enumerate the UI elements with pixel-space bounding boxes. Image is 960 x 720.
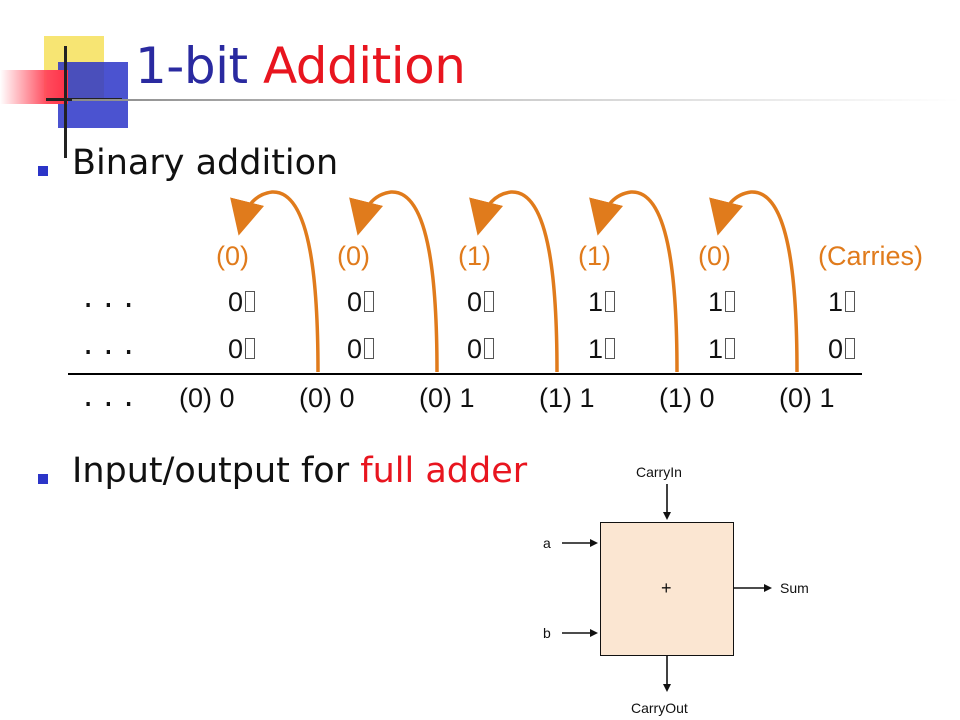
operand-2-digit: 0 (347, 333, 375, 365)
operand-1-digit: 1 (828, 286, 856, 318)
missing-glyph-icon (245, 291, 256, 312)
result-digit: (0) 1 (419, 383, 475, 413)
carry-label: (1) (578, 241, 611, 271)
bullet-marker-1 (38, 166, 48, 176)
carry-out-label: CarryOut (631, 700, 688, 716)
bullet-text-2: Input/output for full adder (72, 448, 527, 494)
missing-glyph-icon (364, 338, 375, 359)
missing-glyph-icon (245, 338, 256, 359)
operand-1-digit: 1 (708, 286, 736, 318)
missing-glyph-icon (605, 291, 616, 312)
carry-label: (0) (698, 241, 731, 271)
operand-1-digit: 0 (467, 286, 495, 318)
bullet-2-highlight: full adder (360, 451, 528, 491)
bullet-2-text: Input/output for (72, 451, 361, 491)
sum-label: Sum (780, 580, 809, 596)
slide-title: 1-bit Addition (135, 33, 466, 99)
operand-2-digit: 1 (588, 333, 616, 365)
missing-glyph-icon (725, 338, 736, 359)
input-a-label: a (543, 535, 551, 551)
result-digit: (0) 0 (179, 383, 235, 413)
operand-2-digit: 0 (467, 333, 495, 365)
missing-glyph-icon (605, 338, 616, 359)
missing-glyph-icon (845, 291, 856, 312)
bullet-marker-2 (38, 474, 48, 484)
carry-arrow (349, 190, 439, 373)
result-digit: (0) 1 (779, 383, 835, 413)
adder-operator: + (661, 578, 672, 598)
missing-glyph-icon (364, 291, 375, 312)
carries-heading: (Carries) (818, 241, 923, 271)
operand-1-digit: 0 (228, 286, 256, 318)
title-part-2: Addition (262, 37, 466, 95)
result-digit: (0) 0 (299, 383, 355, 413)
operand-2-digit: 1 (708, 333, 736, 365)
decor-vertical-line (64, 46, 67, 158)
carry-arrow (589, 190, 679, 373)
carry-arrow (709, 190, 799, 373)
ellipsis: ... (80, 330, 141, 361)
carry-label: (1) (458, 241, 491, 271)
bullet-text-1: Binary addition (72, 140, 338, 186)
sum-rule (68, 373, 862, 375)
carry-arrow (230, 190, 320, 373)
bullet-1-text: Binary addition (72, 143, 339, 183)
result-digit: (1) 1 (539, 383, 595, 413)
carry-label: (0) (337, 241, 370, 271)
decor-blue-square (58, 62, 128, 128)
full-adder-block (600, 522, 734, 656)
title-part-1: 1-bit (135, 37, 263, 95)
carry-arrow (469, 190, 559, 373)
missing-glyph-icon (845, 338, 856, 359)
carry-in-label: CarryIn (636, 464, 682, 480)
input-b-label: b (543, 625, 551, 641)
operand-1-digit: 1 (588, 286, 616, 318)
ellipsis: ... (80, 283, 141, 314)
missing-glyph-icon (484, 338, 495, 359)
operand-1-digit: 0 (347, 286, 375, 318)
operand-2-digit: 0 (828, 333, 856, 365)
result-digit: (1) 0 (659, 383, 715, 413)
carry-label: (0) (216, 241, 249, 271)
missing-glyph-icon (484, 291, 495, 312)
operand-2-digit: 0 (228, 333, 256, 365)
ellipsis: ... (80, 382, 141, 413)
title-underline (72, 99, 960, 101)
missing-glyph-icon (725, 291, 736, 312)
